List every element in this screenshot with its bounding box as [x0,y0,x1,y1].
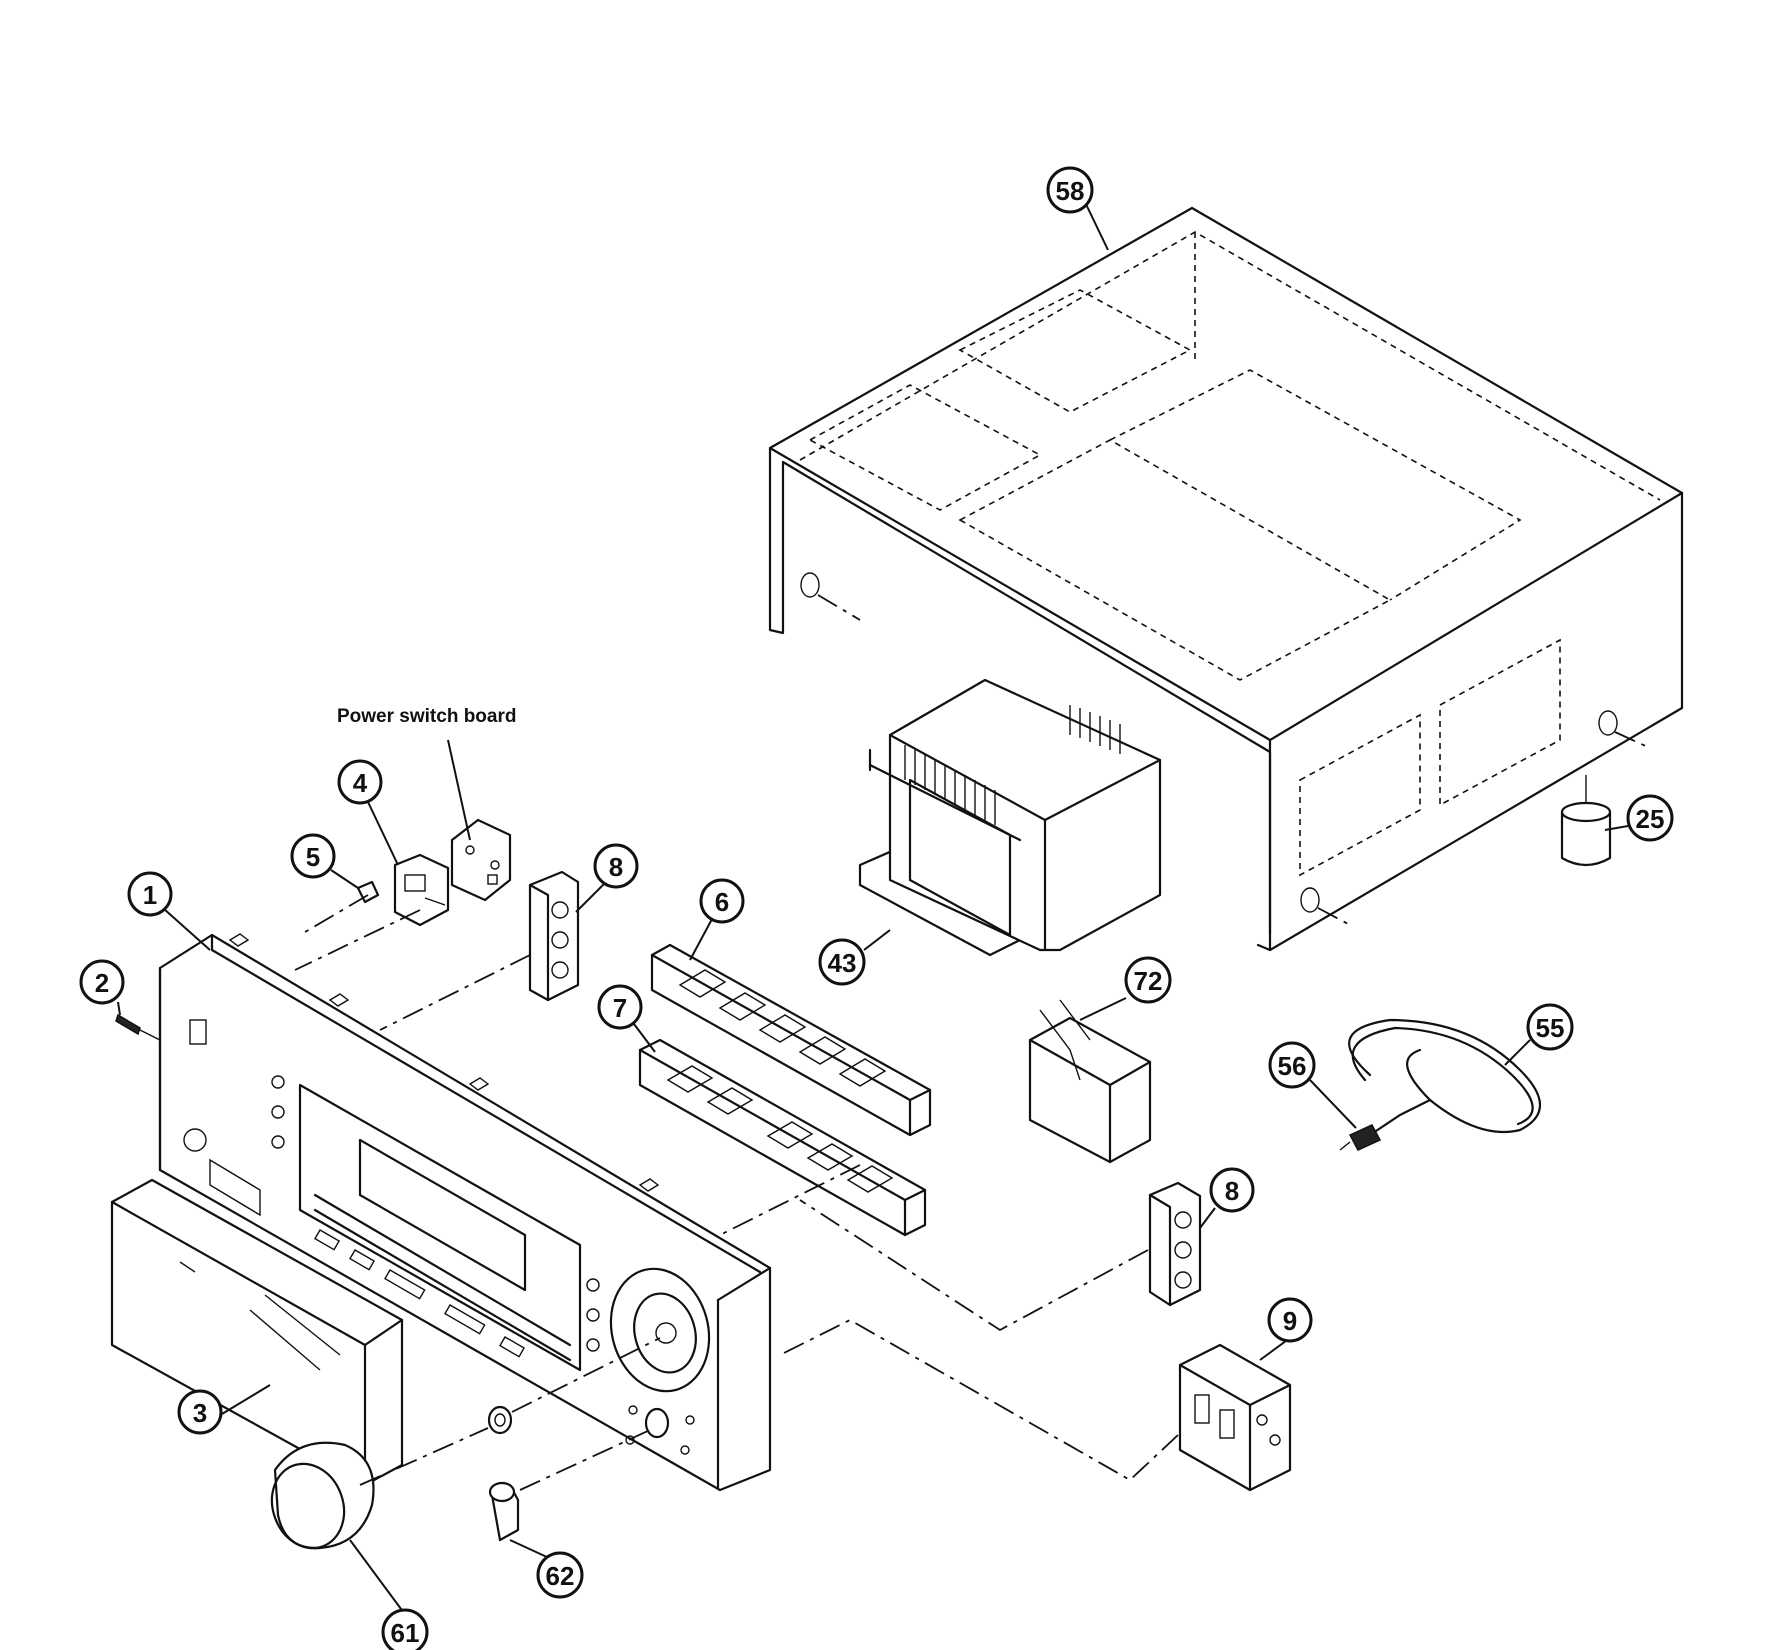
svg-text:6: 6 [715,887,729,917]
callout-58: 58 [1046,166,1094,214]
svg-text:55: 55 [1536,1013,1565,1043]
svg-text:72: 72 [1134,966,1163,996]
svg-text:5: 5 [306,842,320,872]
callout-55: 55 [1526,1003,1574,1051]
svg-text:8: 8 [1225,1176,1239,1206]
callout-8-lower: 8 [1209,1167,1255,1213]
callout-2: 2 [79,959,125,1005]
top-cover [768,206,1684,952]
foot [1560,775,1612,867]
svg-text:43: 43 [828,948,857,978]
callout-4: 4 [337,759,383,805]
callout-8-upper: 8 [593,843,639,889]
svg-text:2: 2 [95,968,109,998]
volume-knob [270,1441,375,1550]
svg-text:62: 62 [546,1561,575,1591]
callout-72: 72 [1124,956,1172,1004]
svg-text:61: 61 [391,1618,420,1648]
power-switch-board-label: Power switch board [337,706,516,727]
callout-5: 5 [290,833,336,879]
callout-1: 1 [127,871,173,917]
input-knob [488,1481,520,1542]
svg-text:8: 8 [609,852,623,882]
callout-3: 3 [177,1389,223,1435]
jack-board [1178,1343,1292,1492]
callout-61: 61 [381,1608,429,1650]
switch-bracket [393,853,450,927]
power-plug [1339,1124,1382,1151]
box-component [1028,999,1152,1164]
callout-25: 25 [1626,794,1674,842]
svg-text:58: 58 [1056,176,1085,206]
svg-text:25: 25 [1636,804,1665,834]
button-strip-6 [650,943,932,1137]
callout-56: 56 [1268,1041,1316,1089]
svg-text:56: 56 [1278,1051,1307,1081]
jack-block-upper [528,870,580,1002]
power-cord [1348,1018,1542,1137]
volume-nut [487,1405,513,1435]
callout-7: 7 [597,984,643,1030]
power-switch-board [450,818,512,902]
jack-block-lower [1148,1181,1202,1307]
svg-text:1: 1 [143,880,157,910]
button-strip-7 [638,1038,927,1237]
svg-text:3: 3 [193,1398,207,1428]
power-transformer [858,678,1162,957]
front-panel [158,933,772,1492]
callout-9: 9 [1267,1297,1313,1343]
svg-text:9: 9 [1283,1306,1297,1336]
callout-43: 43 [818,938,866,986]
svg-text:7: 7 [613,993,627,1023]
callout-6: 6 [699,878,745,924]
callout-lines [117,199,1629,1614]
screw [115,1013,161,1041]
svg-text:4: 4 [353,768,368,798]
callout-62: 62 [536,1551,584,1599]
